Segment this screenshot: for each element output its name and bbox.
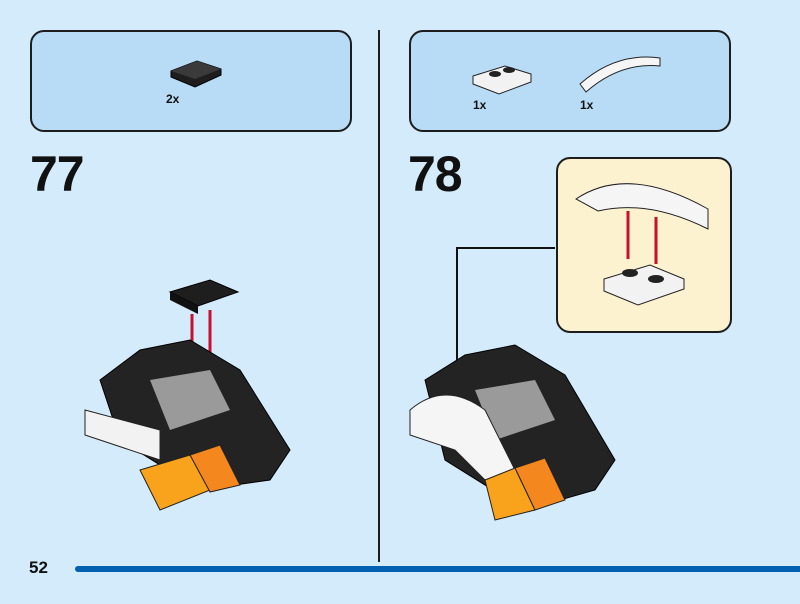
step-number: 78 — [408, 146, 463, 202]
step-78-model — [409, 344, 616, 521]
step-number: 77 — [30, 146, 85, 202]
page-number: 52 — [29, 558, 48, 577]
white-slope-part — [579, 56, 661, 93]
part-qty: 2x — [166, 92, 180, 106]
page-bar — [75, 566, 800, 572]
black-tile-part — [170, 60, 222, 88]
step-divider — [378, 30, 380, 562]
step-77-model — [84, 279, 291, 511]
callout-assembly — [575, 183, 709, 306]
part-qty: 1x — [580, 98, 594, 112]
white-plate-part — [472, 65, 532, 95]
parts-list-step-77 — [30, 30, 352, 132]
parts-list-step-78 — [409, 30, 731, 132]
part-qty: 1x — [473, 98, 487, 112]
